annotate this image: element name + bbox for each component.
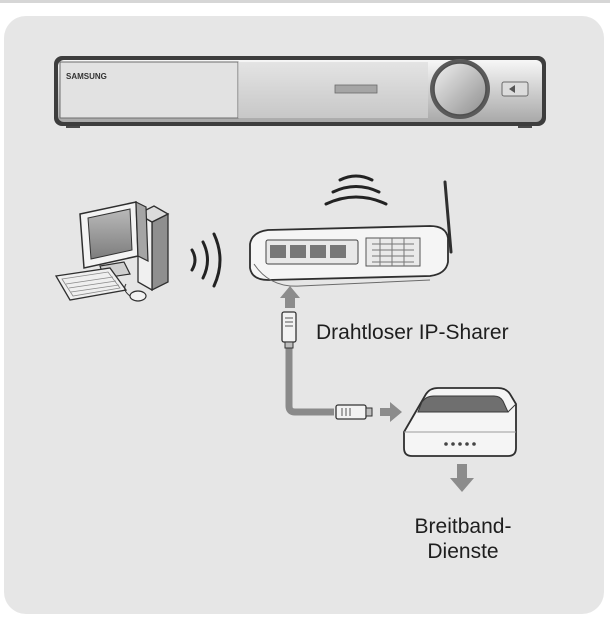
ethernet-plug-icon bbox=[281, 311, 297, 349]
ethernet-cable bbox=[285, 346, 334, 416]
wifi-waves-icon bbox=[324, 174, 388, 206]
broadband-modem-icon bbox=[403, 387, 517, 457]
arrow-icon bbox=[380, 402, 402, 422]
router-label: Drahtloser IP-Sharer bbox=[316, 321, 509, 344]
wireless-router-icon bbox=[249, 180, 453, 287]
top-divider bbox=[0, 0, 610, 3]
modem-label: Breitband- Dienste bbox=[370, 514, 556, 564]
ethernet-plug-icon bbox=[335, 404, 373, 420]
modem-label-line1: Breitband- bbox=[414, 515, 512, 538]
modem-label-line2: Dienste bbox=[427, 540, 499, 563]
arrow-icon bbox=[280, 286, 300, 308]
wifi-waves-icon bbox=[190, 232, 222, 288]
desktop-computer-icon bbox=[54, 201, 170, 302]
arrow-icon bbox=[450, 464, 474, 492]
player-brand: SAMSUNG bbox=[66, 72, 107, 81]
blu-ray-player-icon: SAMSUNG bbox=[54, 56, 546, 128]
